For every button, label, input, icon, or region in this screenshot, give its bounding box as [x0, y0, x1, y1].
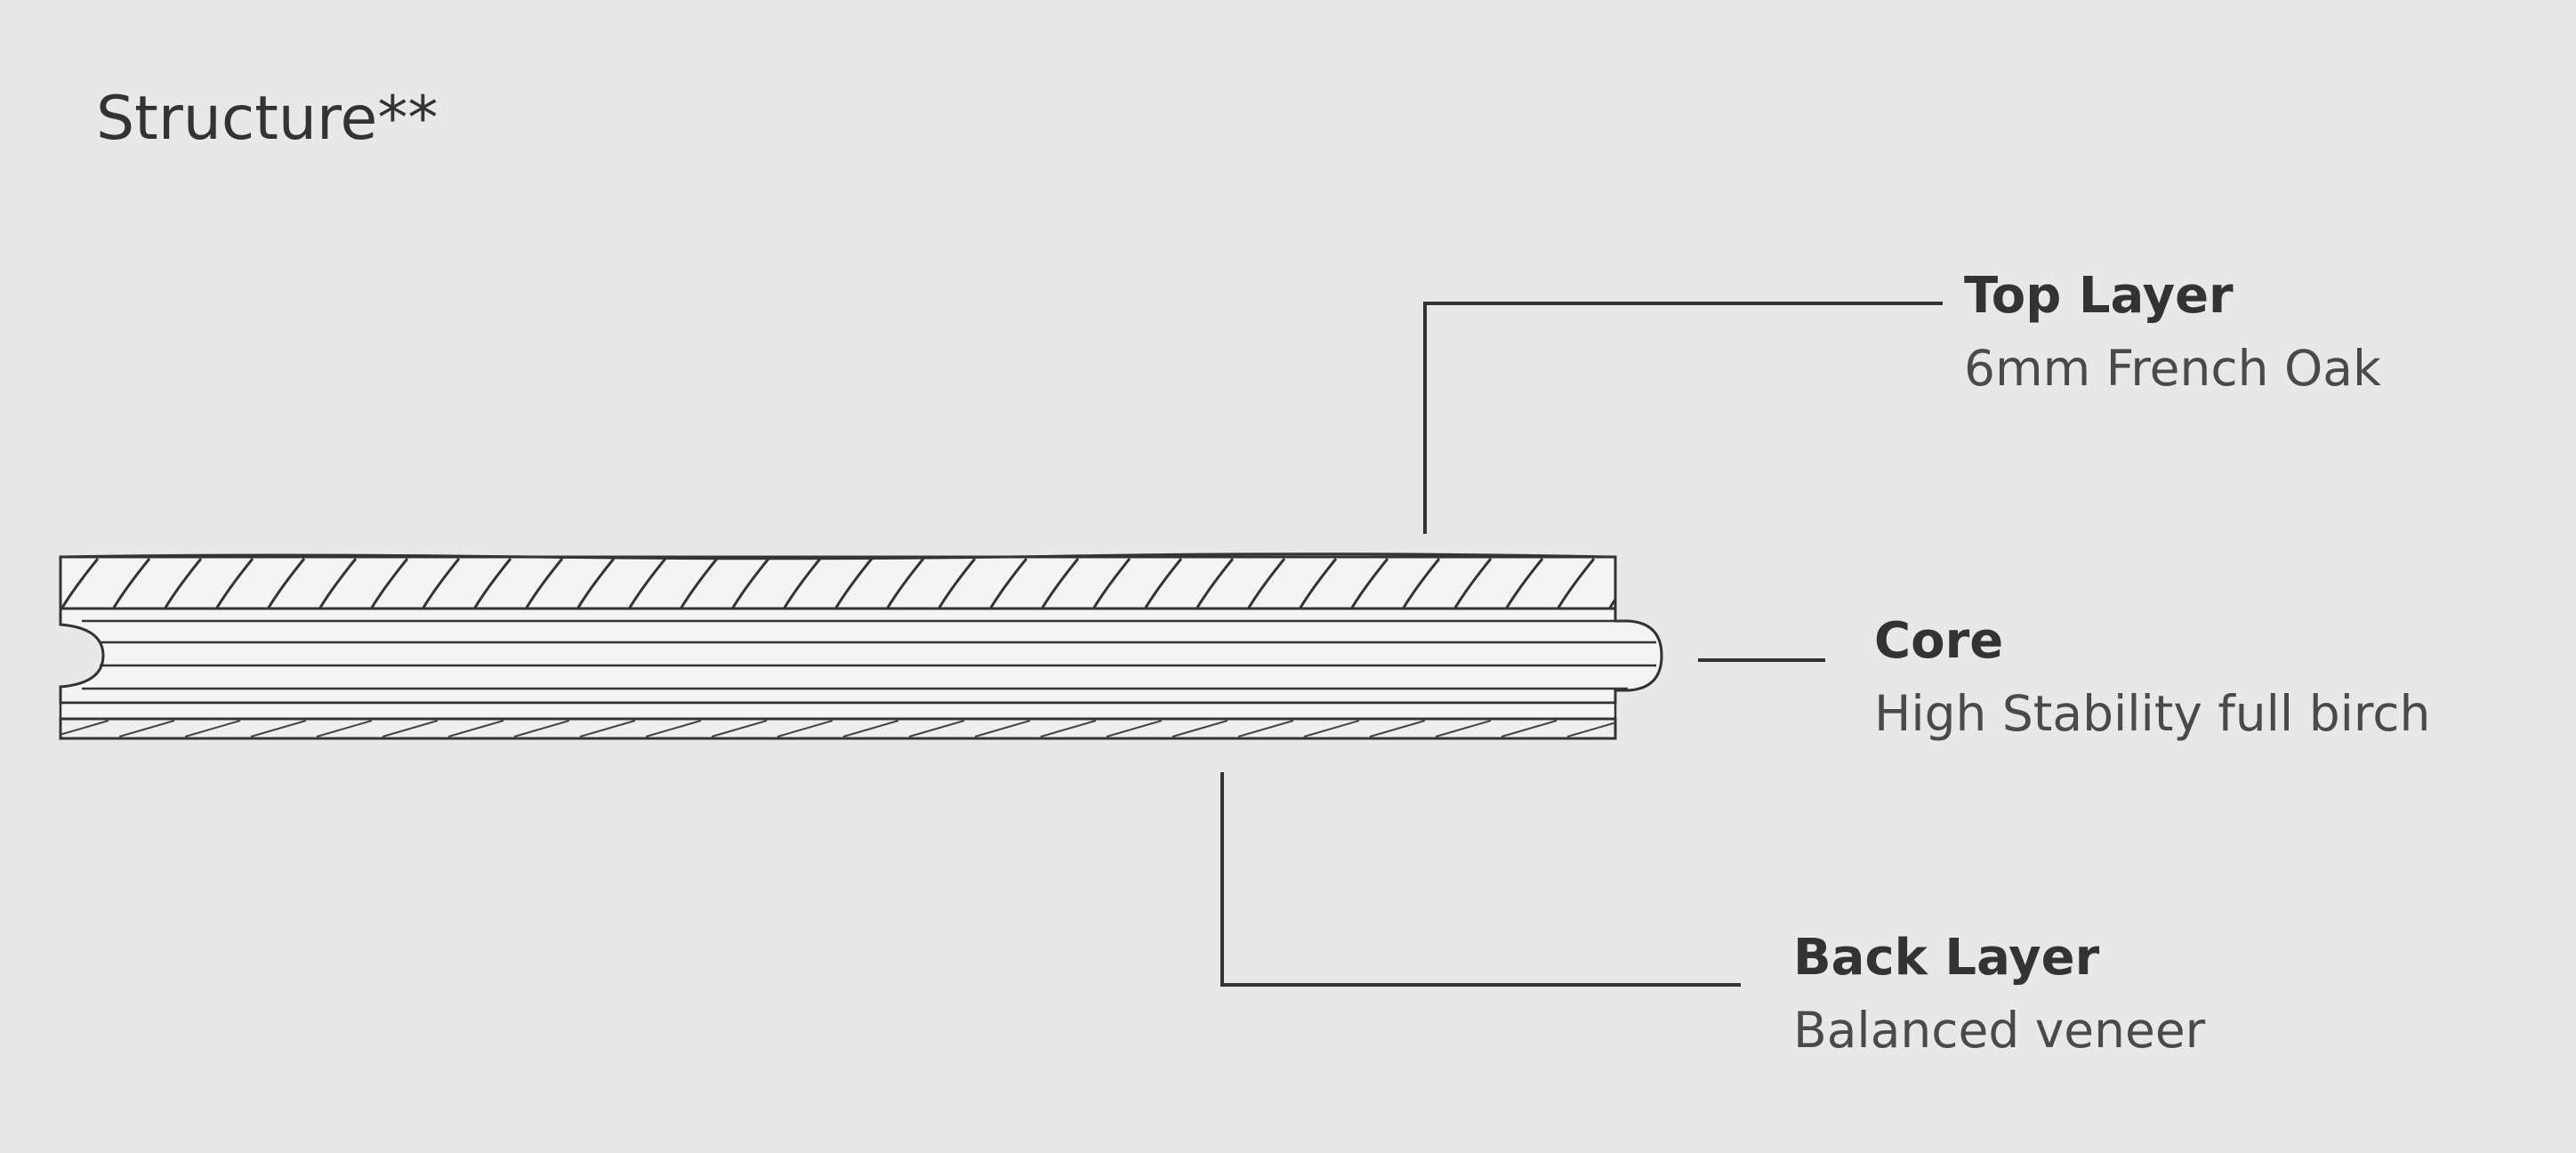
top-layer-title: Top Layer [1964, 267, 2234, 325]
back-layer-callout: Back Layer Balanced veneer [1793, 927, 2205, 1061]
top-layer-callout: Top Layer 6mm French Oak [1964, 265, 2381, 399]
core-section [59, 607, 1663, 721]
back-layer-leader-line [1220, 772, 1741, 987]
core-title: Core [1874, 612, 2004, 670]
top-layer-section [59, 552, 1617, 610]
core-callout: Core High Stability full birch [1874, 610, 2430, 745]
back-layer-section [59, 717, 1617, 740]
page-title: Structure** [96, 84, 439, 154]
back-layer-title: Back Layer [1793, 929, 2100, 987]
top-layer-description: 6mm French Oak [1964, 340, 2381, 397]
back-layer-description: Balanced veneer [1793, 1002, 2206, 1059]
core-description: High Stability full birch [1874, 685, 2431, 742]
top-layer-leader-line [1423, 302, 1943, 534]
